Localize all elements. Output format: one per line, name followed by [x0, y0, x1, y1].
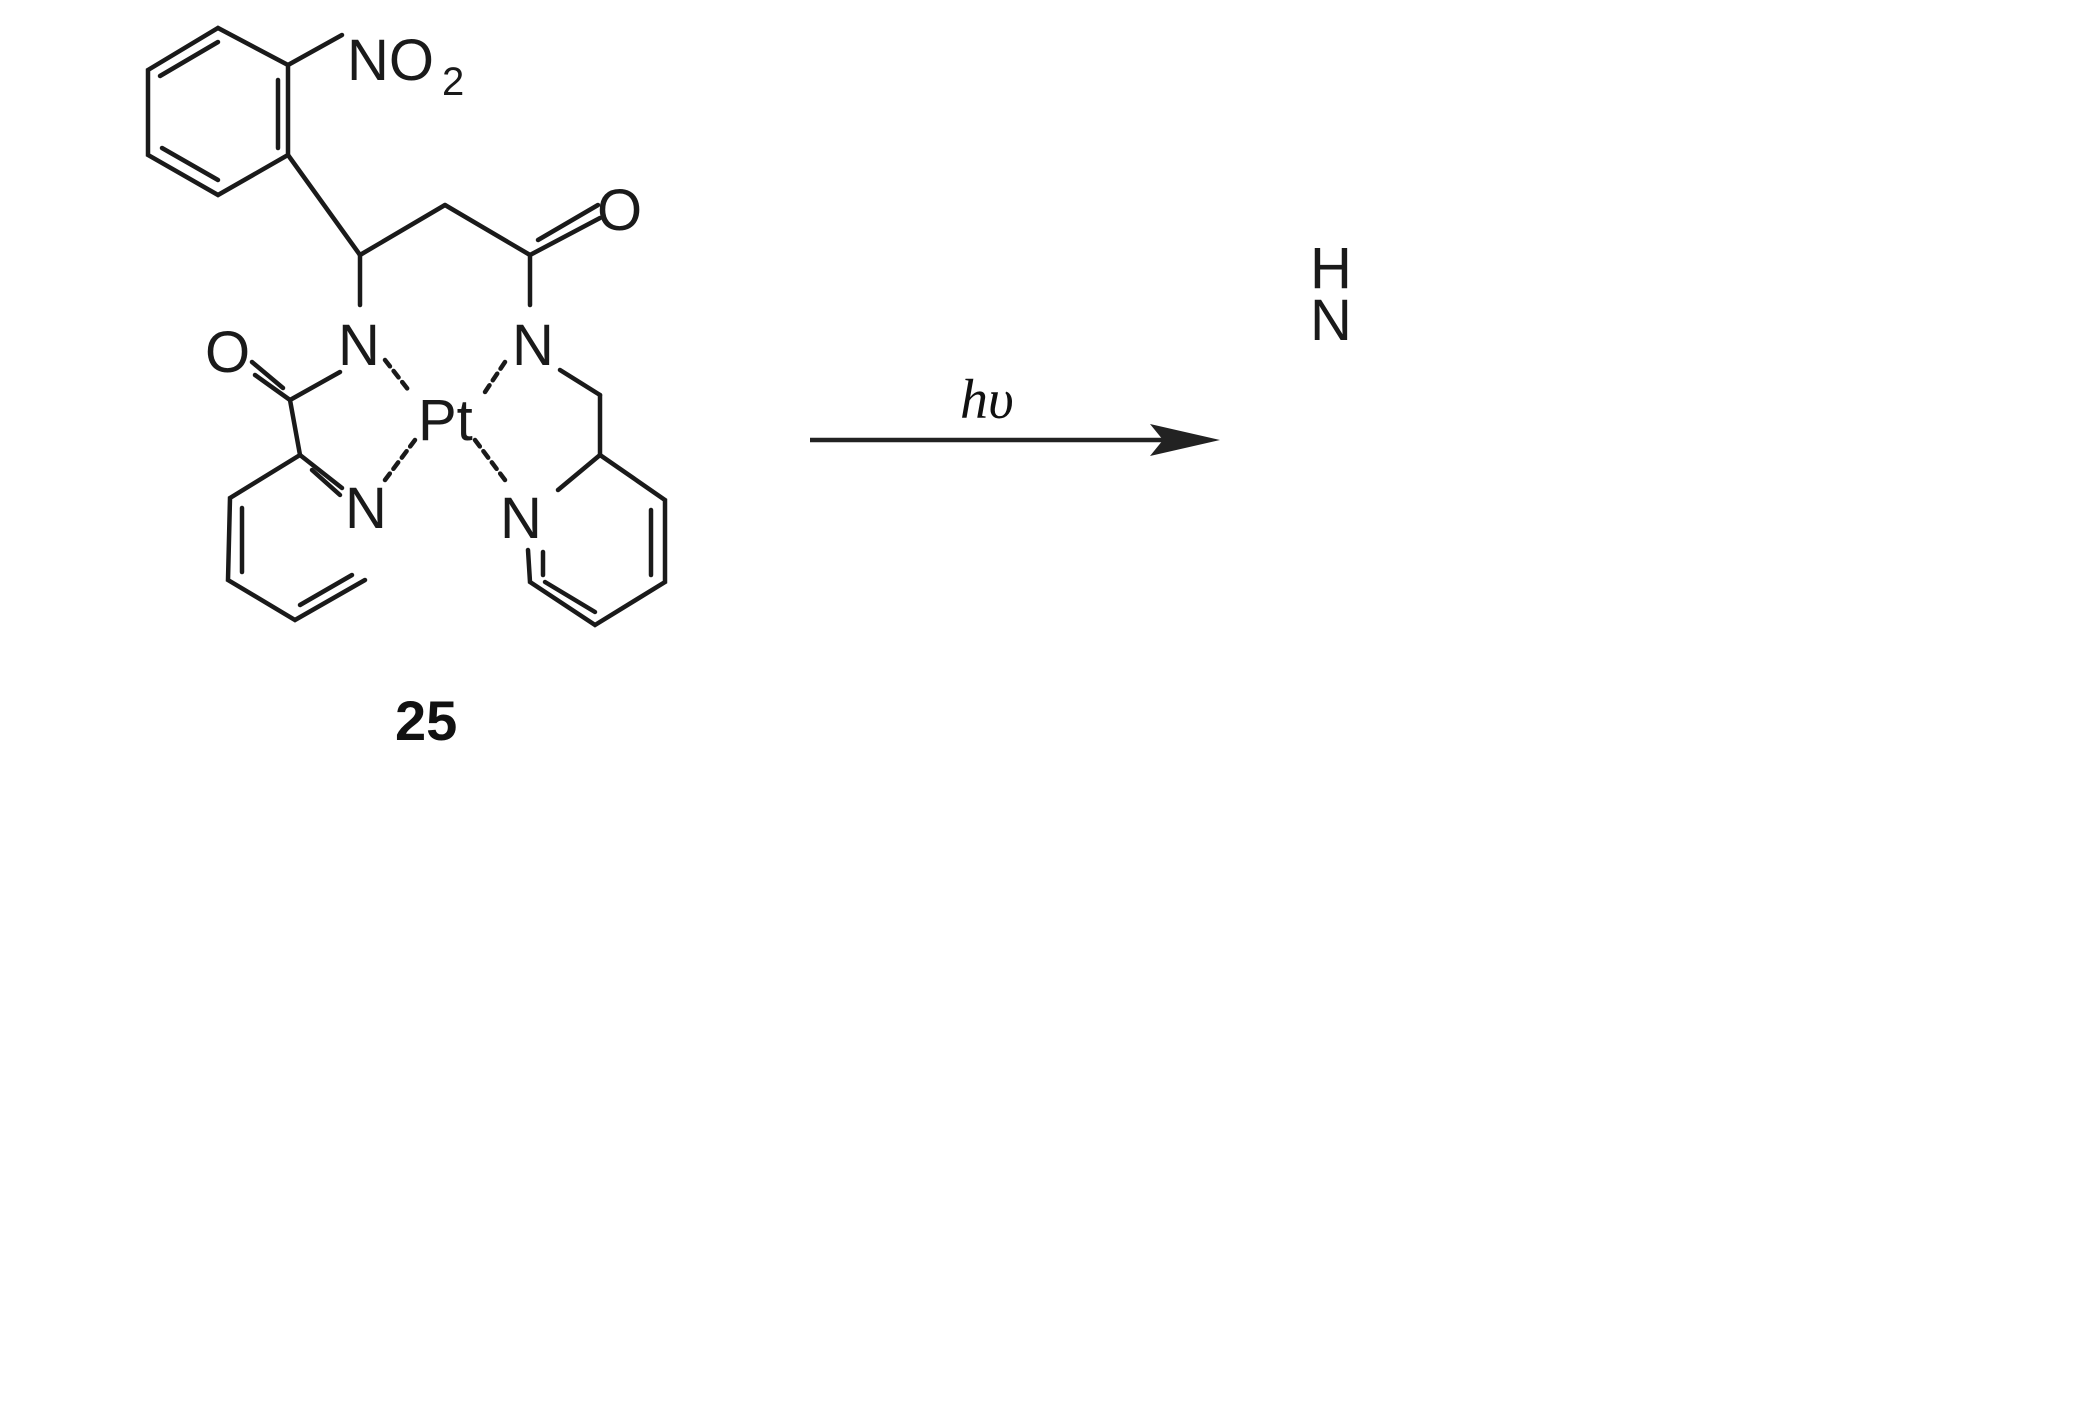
carbonyl-o-upper: O	[597, 178, 642, 243]
nitro-group-label: NO	[347, 28, 434, 93]
carbonyl-o-left: O	[205, 320, 250, 385]
amide-h-left: H	[1310, 236, 1352, 301]
amide-n-left: N	[338, 313, 380, 378]
pyridine-n-right: N	[500, 486, 542, 551]
compound-number-25: 25	[395, 689, 457, 752]
compound-26: H N	[1310, 236, 1352, 353]
reaction-arrow-1: hυ	[810, 369, 1220, 456]
nitro-subscript: 2	[442, 60, 464, 104]
arrow-label-1: hυ	[960, 369, 1014, 431]
amide-n-left-26: N	[1310, 288, 1352, 353]
pyridine-n-left: N	[345, 476, 387, 541]
platinum-25: Pt	[418, 388, 473, 453]
compound-25: NO 2 O N O N Pt N	[145, 25, 668, 752]
amide-n-right: N	[512, 313, 554, 378]
